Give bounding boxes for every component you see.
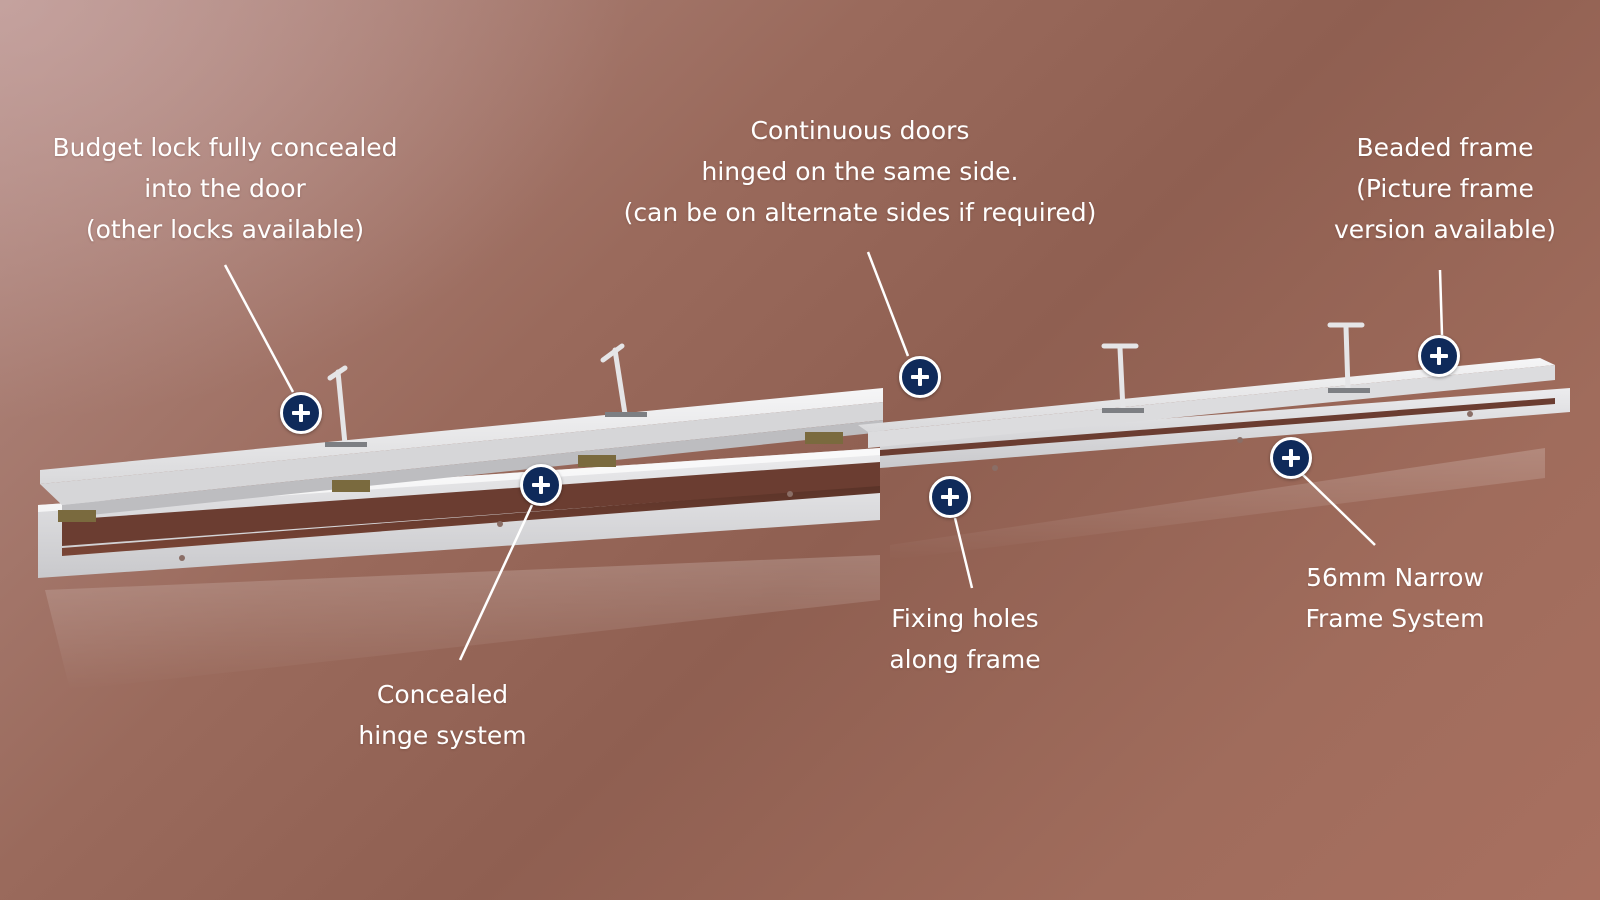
callout-line: Budget lock fully concealed: [52, 133, 398, 162]
callout-fixing-holes: Fixing holes along frame: [850, 598, 1080, 680]
hotspot-budget-lock[interactable]: [280, 392, 322, 434]
floor-reflection: [45, 448, 1545, 690]
callout-leader-lines: [223, 251, 1444, 661]
plus-icon: [283, 395, 319, 431]
callout-line: Concealed: [376, 680, 509, 709]
callout-line: Beaded frame: [1356, 133, 1534, 162]
callout-continuous-doors: Continuous doors hinged on the same side…: [600, 110, 1120, 233]
callout-line: Frame System: [1305, 604, 1485, 633]
callout-line: into the door: [144, 174, 306, 203]
hotspot-beaded-frame[interactable]: [1418, 335, 1460, 377]
plus-icon: [902, 359, 938, 395]
hotspot-continuous-doors[interactable]: [899, 356, 941, 398]
callout-line: Fixing holes: [891, 604, 1039, 633]
callout-line: version available): [1333, 215, 1557, 244]
callout-concealed-hinge: Concealed hinge system: [320, 674, 565, 756]
callout-line: Continuous doors: [750, 116, 970, 145]
callout-line: 56mm Narrow: [1306, 563, 1484, 592]
plus-icon: [523, 467, 559, 503]
callout-line: along frame: [889, 645, 1041, 674]
plus-icon: [932, 479, 968, 515]
open-door-left: [40, 343, 883, 522]
hotspot-fixing-holes[interactable]: [929, 476, 971, 518]
plus-icon: [1273, 440, 1309, 476]
callout-line: (other locks available): [85, 215, 365, 244]
callout-line: hinged on the same side.: [701, 157, 1019, 186]
callout-line: (can be on alternate sides if required): [623, 198, 1097, 227]
callout-narrow-frame: 56mm Narrow Frame System: [1265, 557, 1525, 639]
plus-icon: [1421, 338, 1457, 374]
callout-line: hinge system: [358, 721, 527, 750]
callout-budget-lock: Budget lock fully concealed into the doo…: [20, 127, 430, 250]
callout-beaded-frame: Beaded frame (Picture frame version avai…: [1310, 127, 1580, 250]
hotspot-narrow-frame[interactable]: [1270, 437, 1312, 479]
hotspot-concealed-hinge[interactable]: [520, 464, 562, 506]
callout-line: (Picture frame: [1356, 174, 1534, 203]
open-door-right: [858, 322, 1555, 448]
